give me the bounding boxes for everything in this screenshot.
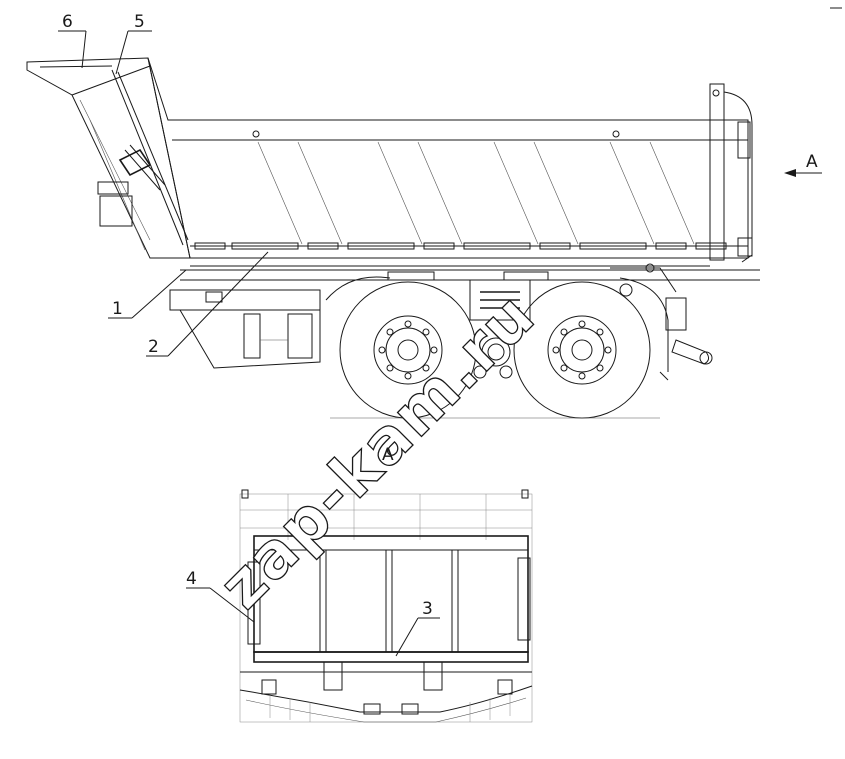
callout-2: 2 bbox=[146, 251, 269, 357]
section-label-a: A bbox=[382, 445, 394, 465]
dump-truck-side-view bbox=[26, 57, 760, 419]
tow-hitch bbox=[659, 297, 713, 381]
callout-5-number: 5 bbox=[134, 12, 145, 32]
callout-2-number: 2 bbox=[148, 337, 159, 357]
body-front-shield bbox=[26, 57, 191, 259]
callout-5: 5 bbox=[115, 12, 152, 75]
callout-6: 6 bbox=[58, 12, 87, 69]
watermark-text: zap-kam.ru bbox=[205, 278, 549, 622]
callout-6-number: 6 bbox=[62, 12, 73, 32]
callout-3: 3 bbox=[395, 599, 440, 657]
chassis-frame bbox=[169, 263, 760, 379]
callout-4-number: 4 bbox=[186, 569, 197, 589]
tailgate-post bbox=[709, 83, 753, 263]
callout-4: 4 bbox=[186, 569, 255, 623]
mudguards bbox=[325, 267, 677, 372]
callout-1: 1 bbox=[108, 269, 187, 319]
view-arrow-label: A bbox=[806, 152, 818, 172]
rear-view-a bbox=[239, 489, 533, 723]
callout-1-number: 1 bbox=[112, 299, 123, 319]
dump-body bbox=[147, 57, 749, 267]
callout-3-number: 3 bbox=[422, 599, 433, 619]
view-arrow-a: A bbox=[784, 152, 822, 177]
rear-axle-wheel-2 bbox=[513, 281, 651, 419]
